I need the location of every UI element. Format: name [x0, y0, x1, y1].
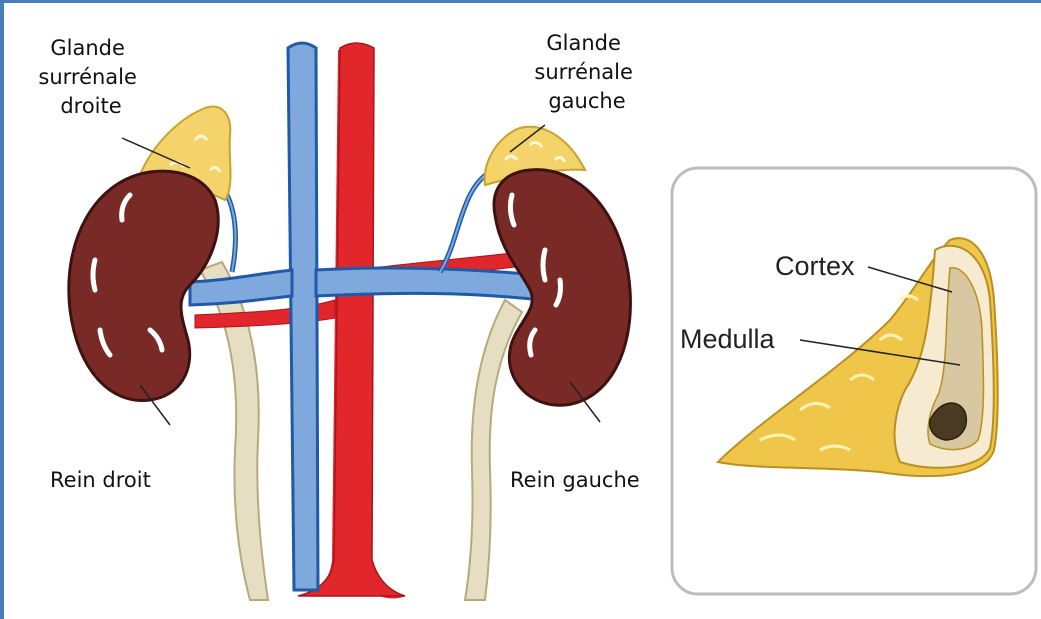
left-renal-vein — [316, 268, 540, 300]
left-adrenal-line3: gauche — [548, 89, 625, 113]
left-adrenal-line2: surrénale — [534, 60, 633, 84]
vena-cava — [288, 43, 318, 590]
cortex-label: Cortex — [775, 251, 855, 281]
right-adrenal-line2: surrénale — [38, 65, 137, 89]
right-kidney-label: Rein droit — [50, 468, 151, 492]
left-adrenal-label: Glande surrénale gauche — [534, 31, 639, 113]
right-adrenal-line1: Glande — [50, 36, 125, 60]
right-adrenal-line3: droite — [60, 94, 121, 118]
left-kidney-label: Rein gauche — [510, 468, 640, 492]
right-adrenal-label: Glande surrénale droite — [38, 36, 143, 118]
medulla-label: Medulla — [680, 324, 776, 354]
left-adrenal-line1: Glande — [546, 31, 621, 55]
